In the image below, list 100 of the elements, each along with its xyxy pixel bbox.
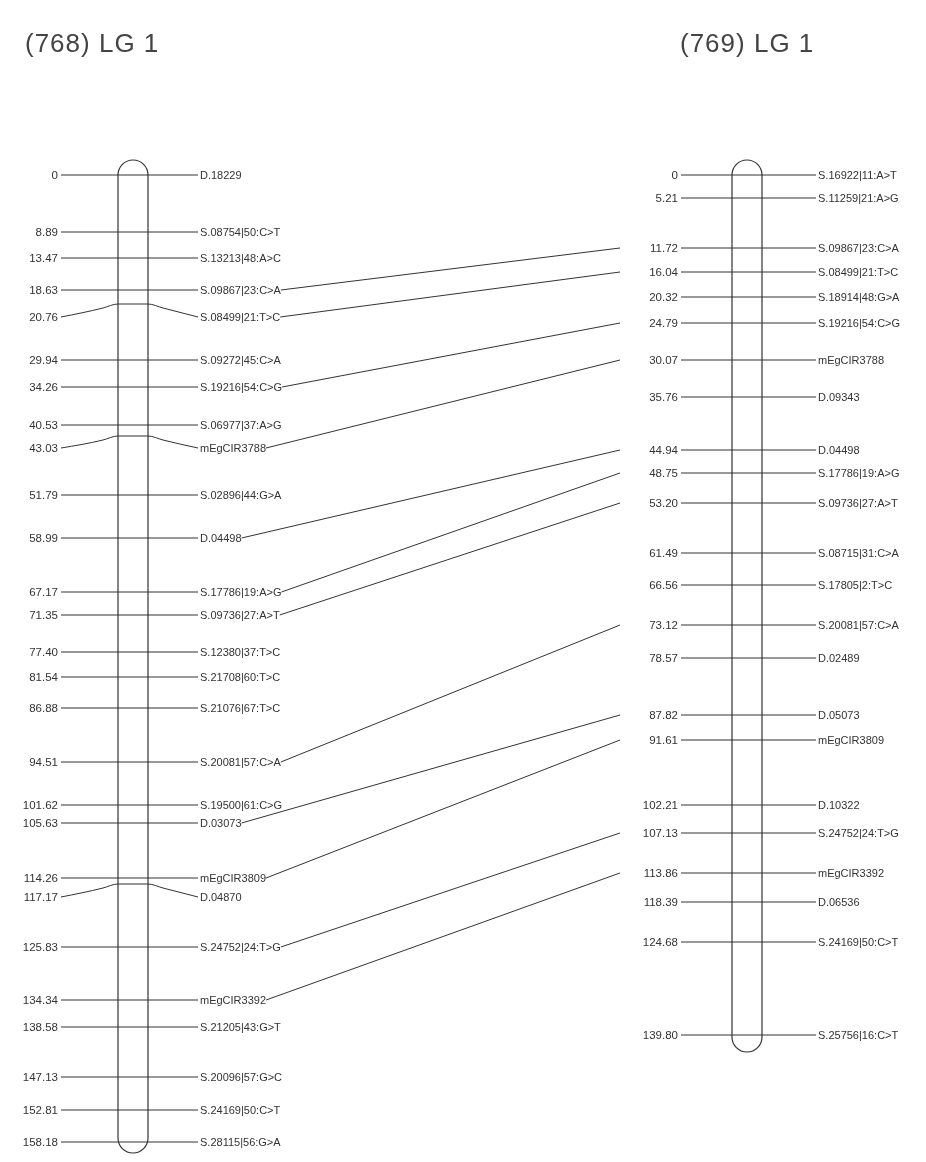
map-position: 113.86 (642, 866, 678, 881)
map-position: 58.99 (28, 531, 58, 546)
marker-name: S.09272|45:C>A (200, 353, 281, 368)
marker-name: D.18229 (200, 168, 242, 183)
marker-name: S.09736|27:A>T (818, 496, 898, 511)
marker-name: S.17805|2:T>C (818, 578, 893, 593)
map-position: 125.83 (21, 940, 58, 955)
marker-name: S.08754|50:C>T (200, 225, 281, 240)
map-position: 102.21 (641, 798, 678, 813)
map-position: 66.56 (648, 578, 678, 593)
linkage-group-title: (768) LG 1 (25, 28, 160, 59)
marker-name: S.09867|23:C>A (200, 283, 281, 298)
marker-name: S.12380|37:T>C (200, 645, 281, 660)
map-position: 101.62 (21, 798, 58, 813)
marker-name: S.09736|27:A>T (200, 608, 280, 623)
marker-name: S.21205|43:G>T (200, 1020, 281, 1035)
marker-name: D.02489 (818, 651, 860, 666)
marker-name: mEgCIR3392 (818, 866, 885, 881)
marker-name: S.06977|37:A>G (200, 418, 282, 433)
map-position: 77.40 (28, 645, 58, 660)
marker-name: S.24752|24:T>G (200, 940, 281, 955)
map-position: 35.76 (648, 390, 678, 405)
marker-name: S.02896|44:G>A (200, 488, 282, 503)
map-position: 158.18 (21, 1135, 58, 1150)
marker-name: S.21076|67:T>C (200, 701, 281, 716)
map-position: 105.63 (21, 816, 58, 831)
map-position: 34.26 (28, 380, 58, 395)
map-position: 20.32 (648, 290, 678, 305)
map-position: 91.61 (648, 733, 678, 748)
marker-name: S.11259|21:A>G (818, 191, 899, 206)
marker-name: mEgCIR3809 (818, 733, 885, 748)
map-position: 114.26 (22, 871, 58, 886)
marker-name: mEgCIR3788 (818, 353, 885, 368)
marker-name: mEgCIR3788 (200, 441, 267, 456)
marker-name: D.06536 (818, 895, 860, 910)
map-position: 139.80 (641, 1028, 678, 1043)
map-position: 0 (50, 168, 58, 183)
map-position: 30.07 (648, 353, 678, 368)
marker-name: S.19216|54:C>G (200, 380, 283, 395)
map-position: 61.49 (648, 546, 678, 561)
marker-name: D.04498 (200, 531, 242, 546)
map-position: 117.17 (22, 890, 58, 905)
map-position: 94.51 (28, 755, 58, 770)
map-position: 138.58 (21, 1020, 58, 1035)
marker-name: S.25756|16:C>T (818, 1028, 899, 1043)
map-position: 48.75 (648, 466, 678, 481)
marker-name: S.18914|48:G>A (818, 290, 900, 305)
map-position: 107.13 (641, 826, 678, 841)
marker-name: S.08499|21:T>C (200, 310, 281, 325)
marker-name: S.20081|57:C>A (818, 618, 899, 633)
marker-name: S.28115|56:G>A (200, 1135, 281, 1150)
marker-name: D.04498 (818, 443, 860, 458)
map-position: 44.94 (648, 443, 678, 458)
marker-name: S.20096|57:G>C (200, 1070, 283, 1085)
marker-name: S.08499|21:T>C (818, 265, 899, 280)
map-position: 118.39 (642, 895, 678, 910)
marker-name: D.04870 (200, 890, 242, 905)
map-position: 16.04 (648, 265, 678, 280)
marker-name: S.24169|50:C>T (200, 1103, 281, 1118)
map-position: 53.20 (648, 496, 678, 511)
marker-name: D.03073 (200, 816, 242, 831)
map-position: 5.21 (654, 191, 678, 206)
map-position: 51.79 (28, 488, 58, 503)
map-position: 134.34 (21, 993, 58, 1008)
map-position: 11.72 (649, 241, 678, 256)
marker-name: S.20081|57:C>A (200, 755, 281, 770)
map-position: 73.12 (648, 618, 678, 633)
map-position: 78.57 (648, 651, 678, 666)
map-position: 86.88 (28, 701, 58, 716)
marker-name: D.09343 (818, 390, 860, 405)
marker-name: S.17786|19:A>G (200, 585, 282, 600)
marker-name: D.05073 (818, 708, 860, 723)
map-position: 43.03 (28, 441, 58, 456)
map-position: 152.81 (21, 1103, 58, 1118)
map-position: 20.76 (28, 310, 58, 325)
map-position: 67.17 (28, 585, 58, 600)
marker-name: S.16922|11:A>T (818, 168, 897, 183)
map-position: 8.89 (34, 225, 58, 240)
marker-name: S.24169|50:C>T (818, 935, 899, 950)
marker-name: mEgCIR3809 (200, 871, 267, 886)
map-position: 0 (670, 168, 678, 183)
map-position: 87.82 (648, 708, 678, 723)
marker-name: D.10322 (818, 798, 860, 813)
map-position: 13.47 (28, 251, 58, 266)
map-position: 124.68 (641, 935, 678, 950)
map-position: 147.13 (21, 1070, 58, 1085)
marker-name: S.21708|60:T>C (200, 670, 281, 685)
map-position: 24.79 (648, 316, 678, 331)
marker-name: S.08715|31:C>A (818, 546, 899, 561)
marker-name: S.19500|61:C>G (200, 798, 283, 813)
map-position: 29.94 (28, 353, 58, 368)
marker-name: S.24752|24:T>G (818, 826, 899, 841)
map-position: 18.63 (28, 283, 58, 298)
map-position: 40.53 (28, 418, 58, 433)
marker-name: S.09867|23:C>A (818, 241, 899, 256)
linkage-group-title: (769) LG 1 (680, 28, 815, 59)
marker-name: S.13213|48:A>C (200, 251, 281, 266)
map-position: 71.35 (28, 608, 58, 623)
marker-name: S.17786|19:A>G (818, 466, 900, 481)
marker-name: mEgCIR3392 (200, 993, 267, 1008)
